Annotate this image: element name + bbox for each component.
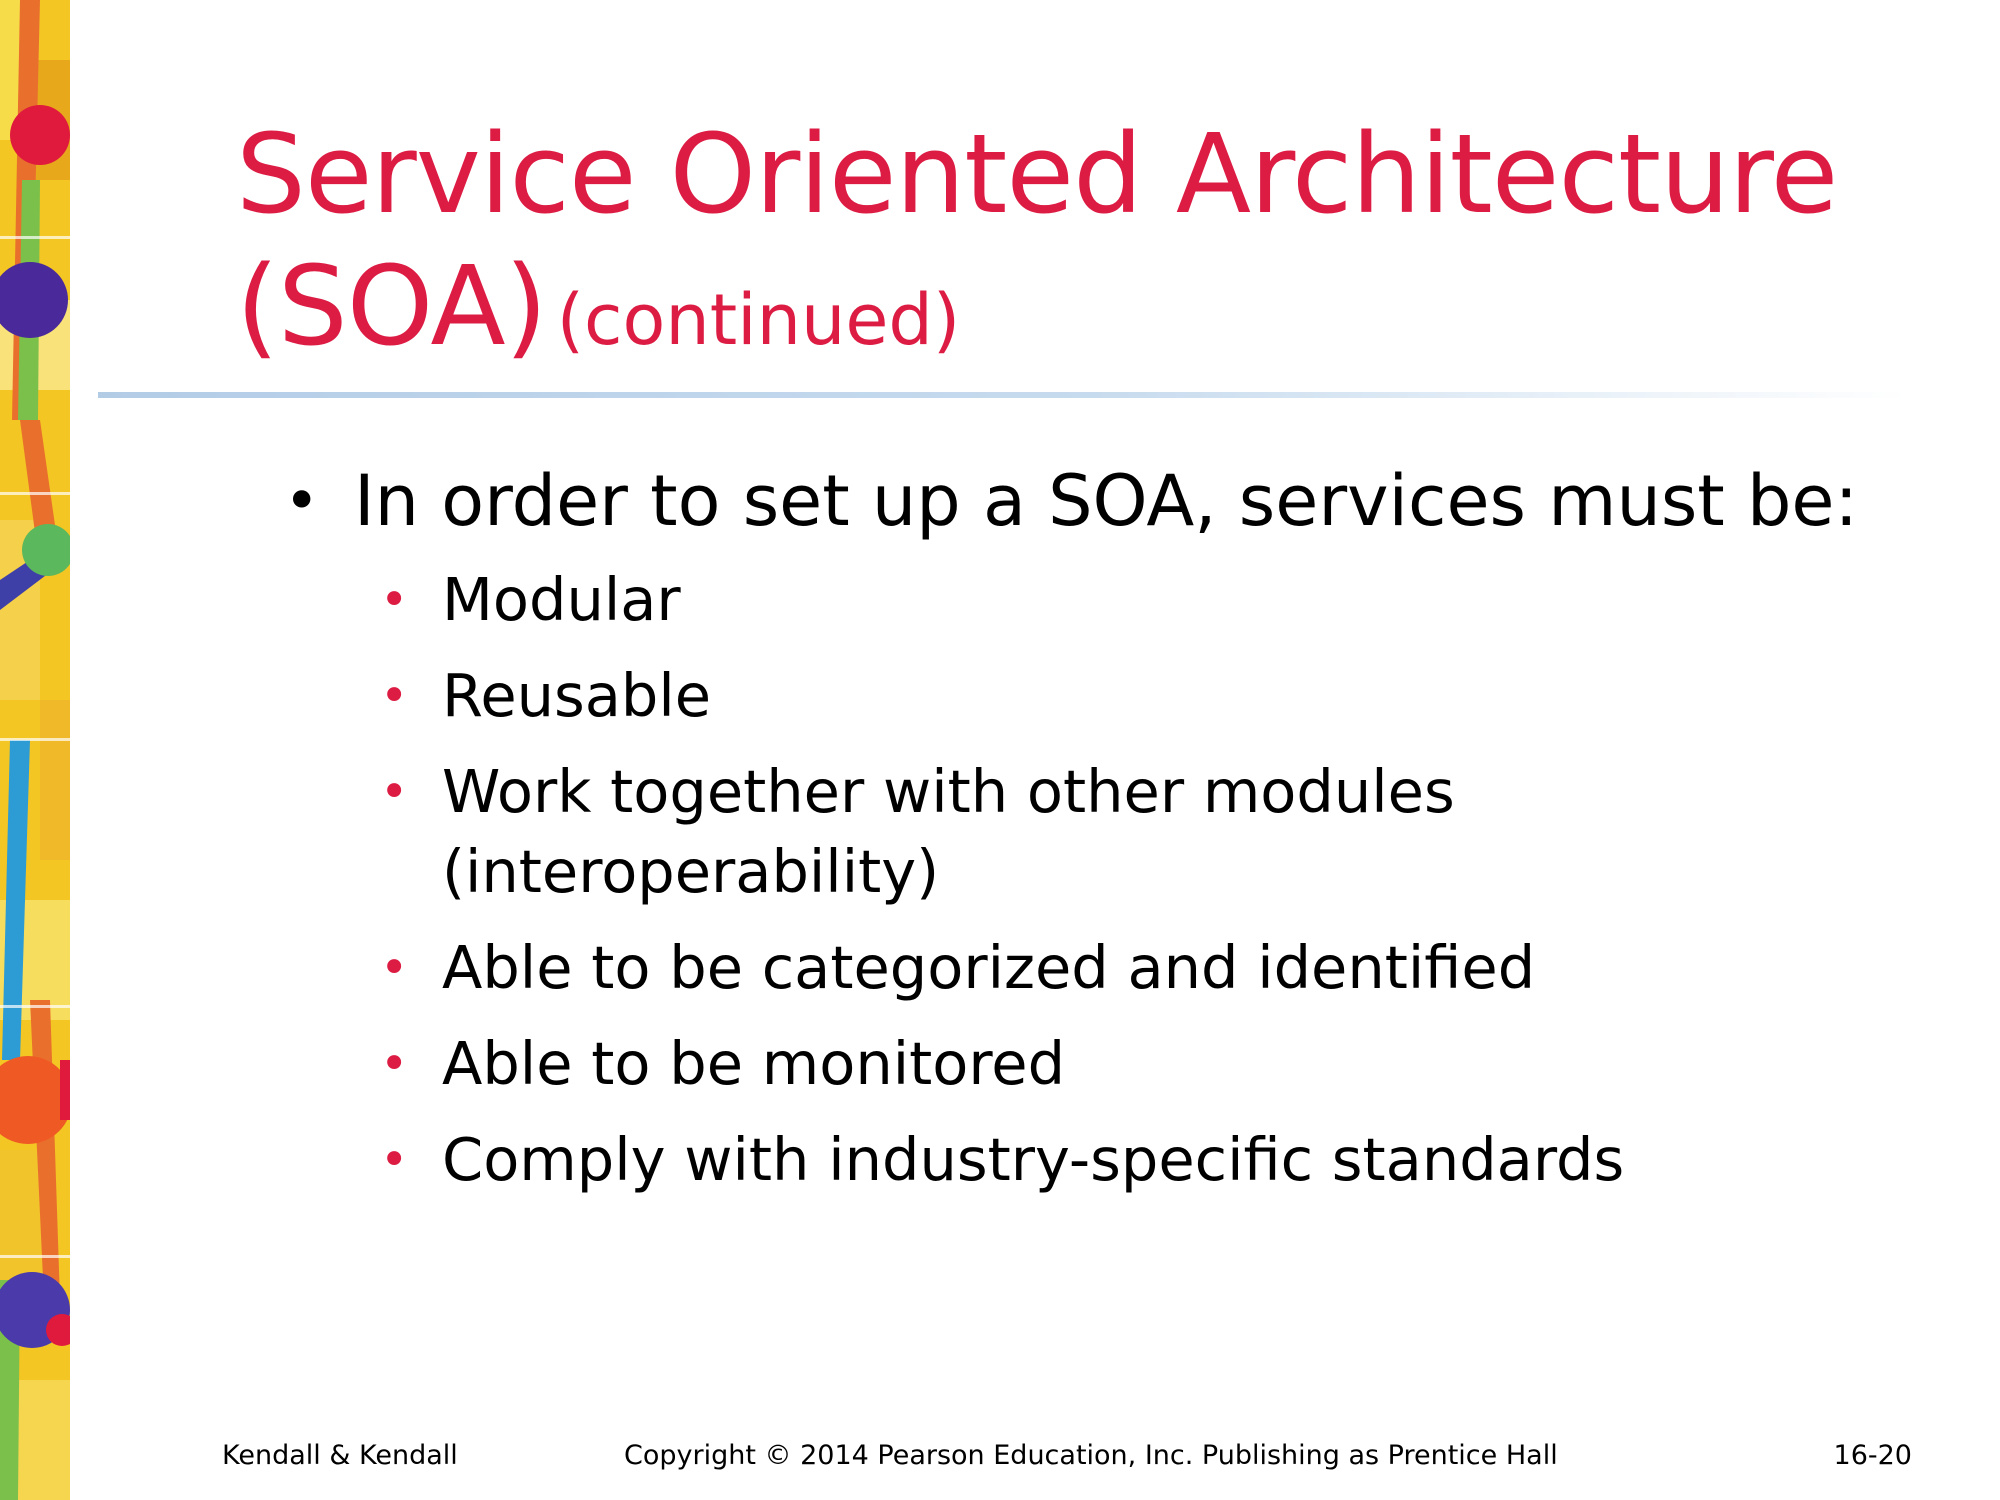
slide-body: • In order to set up a SOA, services mus… [270, 460, 1950, 1216]
sub-bullet-text: Able to be categorized and identified [442, 933, 1536, 1002]
sub-bullet-dot: • [380, 940, 409, 996]
title-continued: (continued) [556, 279, 961, 361]
bullet-dot: • [284, 466, 320, 536]
sub-bullet-dot: • [380, 572, 409, 628]
sub-bullet-text: Comply with industry-specific standards [442, 1125, 1625, 1194]
main-bullet-text: In order to set up a SOA, services must … [354, 460, 1859, 542]
list-item: • Able to be categorized and identified [380, 928, 1950, 1008]
sub-bullet-text: Work together with other modules (intero… [442, 757, 1455, 906]
title-divider [98, 392, 1908, 398]
title-main: Service Oriented Architecture [236, 110, 1838, 238]
sub-bullet-text: Modular [442, 565, 681, 634]
sub-bullet-dot: • [380, 1036, 409, 1092]
sub-bullet-dot: • [380, 668, 409, 724]
main-bullet: • In order to set up a SOA, services mus… [270, 460, 1950, 542]
sub-bullet-text: Able to be monitored [442, 1029, 1066, 1098]
list-item: • Work together with other modules (inte… [380, 752, 1562, 912]
footer-authors: Kendall & Kendall [222, 1440, 458, 1471]
footer-copyright: Copyright © 2014 Pearson Education, Inc.… [624, 1440, 1558, 1471]
footer-slide-number: 16-20 [1833, 1440, 1912, 1471]
sub-bullet-list: • Modular • Reusable • Work together wit… [270, 560, 1950, 1200]
list-item: • Modular [380, 560, 1950, 640]
decorative-mosaic-strip [0, 0, 70, 1500]
list-item: • Reusable [380, 656, 1950, 736]
sub-bullet-dot: • [380, 764, 409, 820]
list-item: • Comply with industry-specific standard… [380, 1120, 1950, 1200]
list-item: • Able to be monitored [380, 1024, 1950, 1104]
sub-bullet-dot: • [380, 1132, 409, 1188]
slide-title: Service Oriented Architecture (SOA) (con… [236, 108, 1838, 372]
sub-bullet-text: Reusable [442, 661, 712, 730]
title-soa: (SOA) [236, 242, 548, 370]
